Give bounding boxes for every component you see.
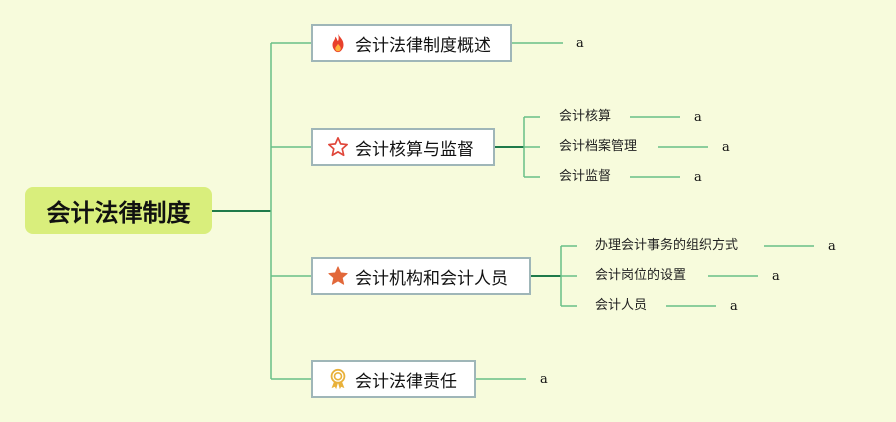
branch-topic-overview[interactable]: 会计法律制度概述 bbox=[311, 24, 512, 62]
leaf-note: a bbox=[730, 299, 738, 314]
fire-icon bbox=[327, 32, 349, 54]
root-topic-label: 会计法律制度 bbox=[46, 199, 191, 227]
leaf-note: a bbox=[576, 36, 584, 51]
sub-topic[interactable]: 会计核算 bbox=[559, 109, 612, 124]
leaf-note: a bbox=[540, 372, 548, 387]
branch-topic-accounting-supervision[interactable]: 会计核算与监督 bbox=[311, 128, 495, 166]
star-filled-icon bbox=[327, 265, 349, 287]
branch-topic-legal-liability[interactable]: 会计法律责任 bbox=[311, 360, 476, 398]
award-icon bbox=[327, 368, 349, 390]
sub-topic[interactable]: 会计人员 bbox=[595, 298, 648, 313]
root-topic[interactable]: 会计法律制度 bbox=[25, 187, 212, 234]
sub-topic[interactable]: 会计档案管理 bbox=[559, 139, 638, 154]
leaf-note: a bbox=[694, 170, 702, 185]
branch-topic-label: 会计法律制度概述 bbox=[355, 35, 491, 56]
branch-topic-accounting-staff[interactable]: 会计机构和会计人员 bbox=[311, 257, 531, 295]
leaf-note: a bbox=[772, 269, 780, 284]
leaf-note: a bbox=[828, 239, 836, 254]
branch-topic-label: 会计法律责任 bbox=[355, 371, 457, 392]
branch-topic-label: 会计机构和会计人员 bbox=[355, 268, 508, 289]
sub-topic[interactable]: 会计岗位的设置 bbox=[595, 268, 687, 283]
branch-topic-label: 会计核算与监督 bbox=[355, 139, 474, 160]
leaf-note: a bbox=[694, 110, 702, 125]
leaf-note: a bbox=[722, 140, 730, 155]
sub-topic[interactable]: 会计监督 bbox=[559, 169, 612, 184]
sub-topic[interactable]: 办理会计事务的组织方式 bbox=[595, 238, 739, 253]
star-outline-icon bbox=[327, 136, 349, 158]
